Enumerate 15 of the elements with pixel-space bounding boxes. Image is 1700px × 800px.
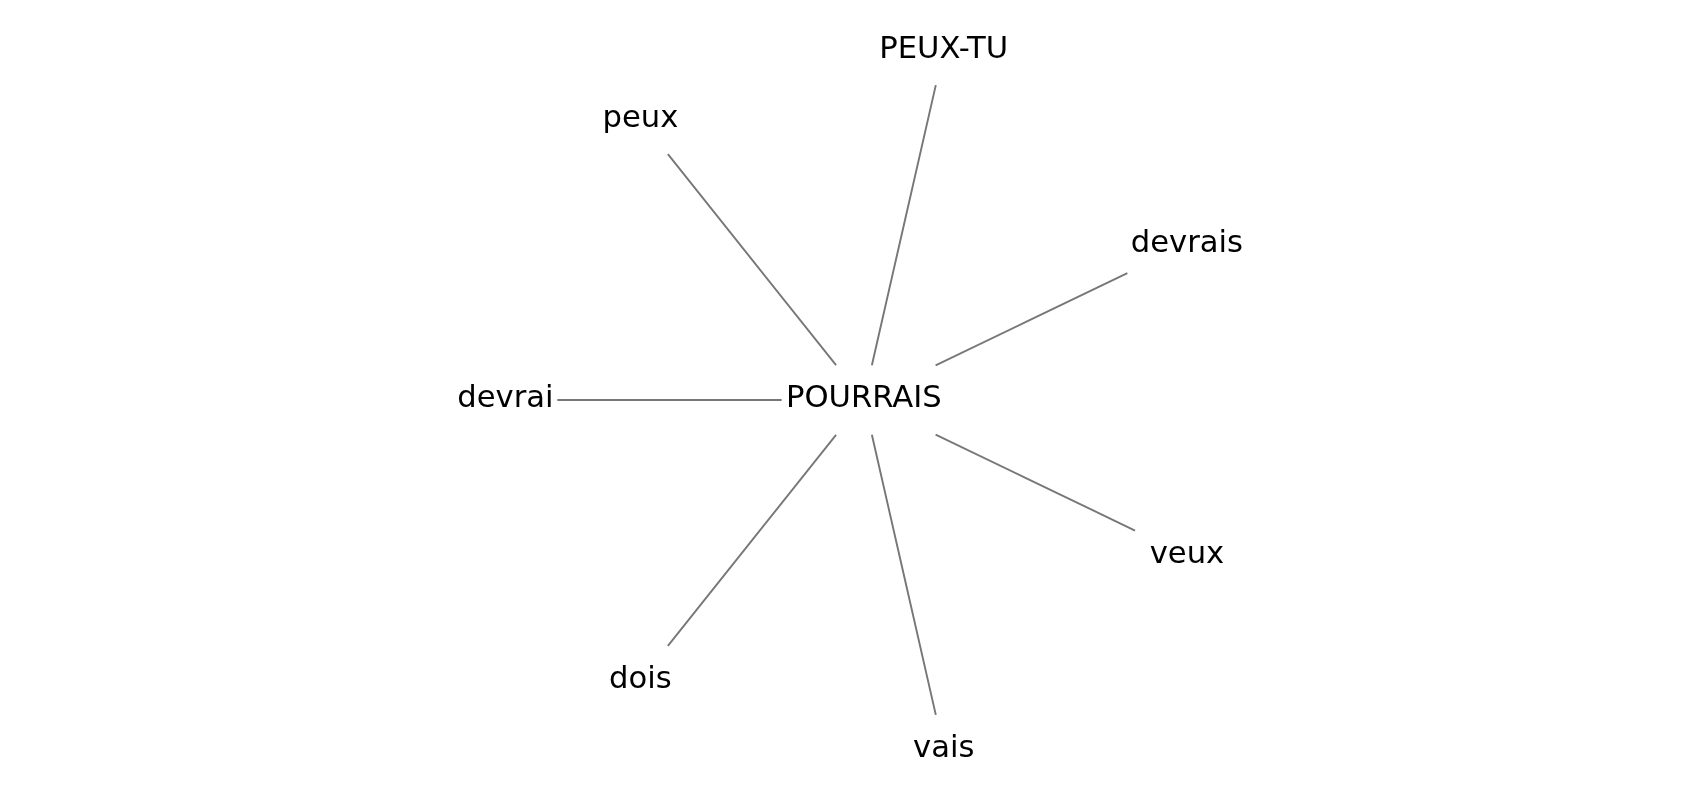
node-text: devrais	[1130, 223, 1244, 259]
connector	[934, 272, 1129, 367]
connector	[666, 153, 837, 366]
node-text: devrai	[457, 379, 554, 415]
connector	[870, 433, 937, 716]
node-text: POURRAIS	[786, 379, 942, 415]
node-text: PEUX-TU	[879, 29, 1009, 65]
node-text: dois	[609, 659, 672, 695]
node-text: peux	[602, 98, 679, 134]
connector	[556, 399, 783, 401]
connector	[666, 433, 837, 647]
connector	[934, 433, 1136, 532]
node-text: veux	[1149, 534, 1225, 570]
connector	[870, 84, 937, 367]
node-text: vais	[913, 728, 975, 764]
